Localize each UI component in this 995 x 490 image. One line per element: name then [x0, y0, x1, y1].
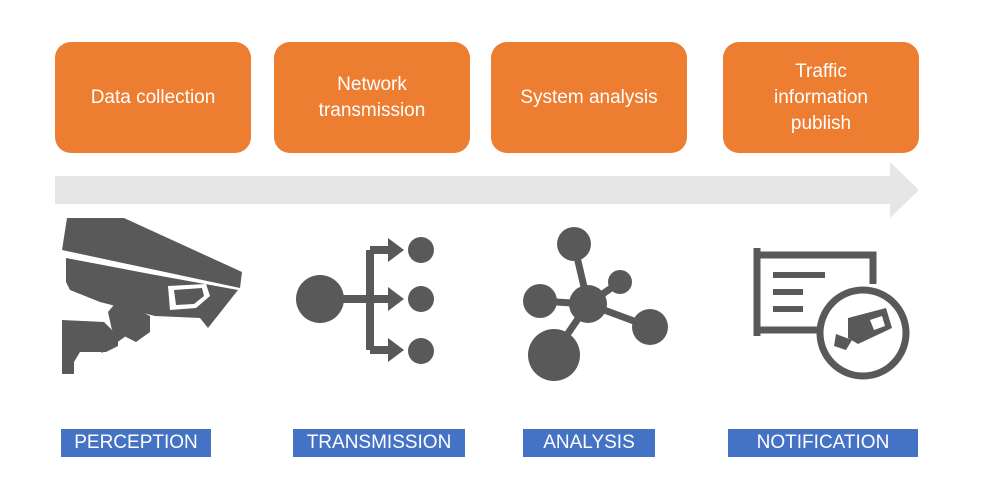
label-perception: PERCEPTION — [61, 429, 211, 457]
step-box-data-collection: Data collection — [55, 42, 251, 153]
step-box-system-analysis: System analysis — [491, 42, 687, 153]
label-notification: NOTIFICATION — [728, 429, 918, 457]
label-analysis: ANALYSIS — [523, 429, 655, 457]
step-box-traffic-information-publish: Traffic information publish — [723, 42, 919, 153]
step-box-network-transmission: Network transmission — [274, 42, 470, 153]
label-transmission: TRANSMISSION — [293, 429, 465, 457]
